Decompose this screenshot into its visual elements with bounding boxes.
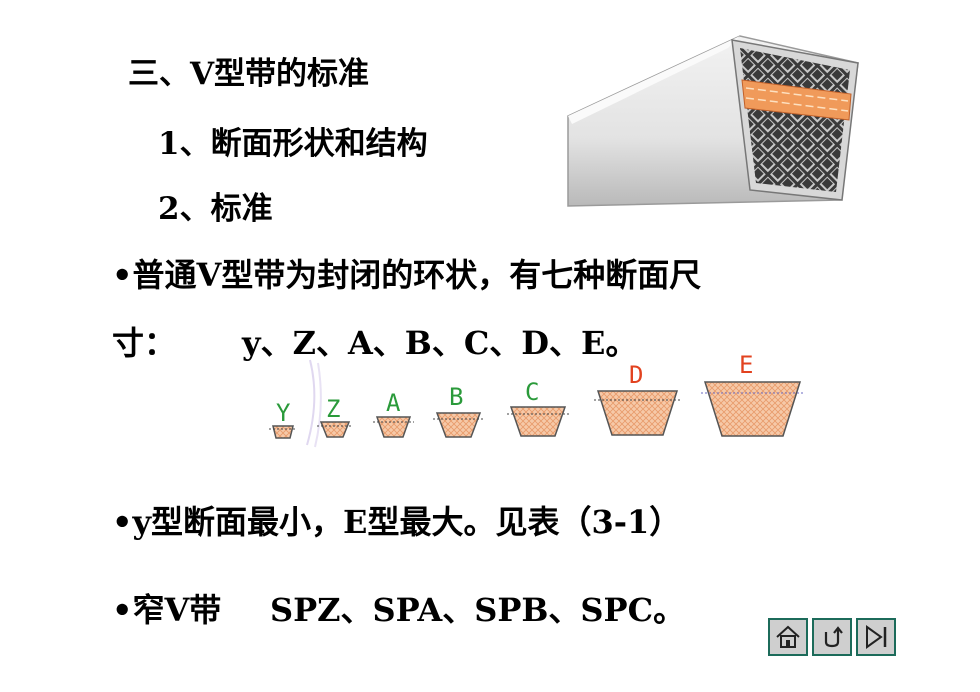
section-a-shape: [375, 416, 412, 438]
next-end-button[interactable]: [856, 618, 896, 656]
cross-section-diagram: Y Z A B C D E: [269, 355, 805, 448]
section-b-shape: [435, 412, 482, 438]
home-icon: [776, 625, 800, 648]
paragraph-narrow-belt-types: SPZ、SPA、SPB、SPC。: [270, 591, 686, 629]
section-e-shape: [703, 381, 802, 437]
section-label-b: B: [449, 383, 463, 411]
section-label-z: Z: [326, 395, 340, 423]
list-item-2: 2、标准: [158, 191, 273, 227]
slide-navigation: [768, 618, 896, 656]
section-y-shape: [272, 425, 294, 439]
return-button[interactable]: [812, 618, 852, 656]
paragraph-section-count: •普通V型带为封闭的环状，有七种断面尺: [112, 256, 702, 294]
paragraph-size-label: 寸：: [112, 324, 177, 362]
section-c-shape: [509, 406, 567, 437]
section-z-shape: [319, 421, 351, 438]
return-icon: [824, 626, 843, 648]
section-label-e: E: [739, 355, 753, 379]
section-label-c: C: [525, 378, 539, 406]
paragraph-size-range: •y型断面最小，E型最大。见表（3-1）: [112, 503, 682, 541]
list-item-1: 1、断面形状和结构: [158, 126, 428, 162]
home-button[interactable]: [768, 618, 808, 656]
section-label-y: Y: [276, 399, 291, 427]
section-label-d: D: [629, 361, 643, 389]
slide-heading: 三、V型带的标准: [128, 56, 370, 92]
paragraph-section-types: y、Z、A、B、C、D、E。: [242, 324, 638, 362]
next-end-icon: [866, 625, 887, 649]
v-belt-illustration: [567, 35, 859, 207]
section-label-a: A: [386, 389, 401, 417]
paragraph-narrow-belt-label: •窄V带: [112, 591, 222, 629]
section-d-shape: [596, 390, 679, 436]
